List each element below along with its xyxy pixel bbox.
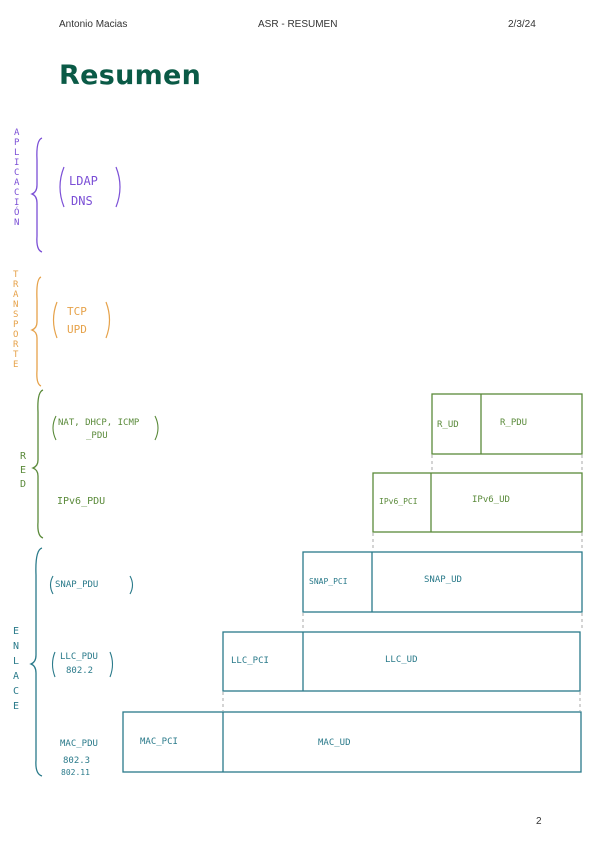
ieee-8022-text: 802.2	[66, 666, 94, 676]
transporte-bracket	[30, 276, 42, 387]
ieee-8023-text: 802.3	[63, 756, 91, 766]
snap-paren-left	[49, 575, 54, 595]
nat-dhcp-icmp-text: NAT, DHCP, ICMP	[58, 418, 140, 428]
snap-paren-right	[129, 575, 134, 595]
r-pdu-box	[431, 393, 583, 455]
mac-pdu-box	[122, 711, 582, 773]
llc-pdu-box	[222, 631, 581, 692]
header-author: Antonio Macias	[59, 19, 128, 30]
snap-pci-label: SNAP_PCI	[309, 577, 348, 586]
llc-paren-right	[109, 651, 114, 678]
snap-pdu-text: SNAP_PDU	[55, 580, 99, 590]
llc-paren-left	[51, 651, 56, 678]
aplicacion-paren-left	[59, 166, 65, 208]
mac-ud-label: MAC_UD	[318, 738, 351, 748]
upd-text: UPD	[67, 323, 87, 336]
red-pdu-text: _PDU	[86, 431, 108, 441]
llc-pdu-text: LLC_PDU	[60, 652, 98, 662]
header-date: 2/3/24	[508, 19, 536, 30]
llc-ud-label: LLC_UD	[385, 655, 418, 665]
dns-text: DNS	[71, 194, 93, 208]
mac-pdu-text: MAC_PDU	[60, 739, 98, 749]
aplicacion-paren-right	[115, 166, 121, 208]
ipv6-ud-label: IPv6_UD	[472, 495, 510, 505]
ieee-80211-text: 802.11	[61, 768, 90, 777]
snap-ud-label: SNAP_UD	[424, 575, 462, 585]
page-title: Resumen	[59, 60, 202, 91]
enlace-bracket	[29, 547, 43, 777]
transporte-paren-right	[105, 301, 111, 339]
tcp-text: TCP	[67, 305, 87, 318]
ipv6-pdu-box	[372, 472, 583, 533]
llc-pci-label: LLC_PCI	[231, 656, 269, 666]
red-paren-left	[52, 415, 57, 441]
aplicacion-bracket	[30, 137, 43, 253]
ldap-text: LDAP	[69, 174, 98, 188]
red-bracket	[31, 389, 44, 539]
transporte-paren-left	[52, 301, 58, 339]
mac-pci-label: MAC_PCI	[140, 737, 178, 747]
page-number: 2	[536, 816, 542, 827]
r-pdu-label: R_PDU	[500, 418, 528, 428]
red-paren-right	[154, 415, 159, 441]
header-doc-title: ASR - RESUMEN	[258, 19, 338, 30]
r-ud-label: R_UD	[437, 420, 459, 430]
ipv6-pdu-text: IPv6_PDU	[57, 496, 106, 507]
snap-pdu-box	[302, 551, 583, 613]
ipv6-pci-label: IPv6_PCI	[379, 497, 418, 506]
